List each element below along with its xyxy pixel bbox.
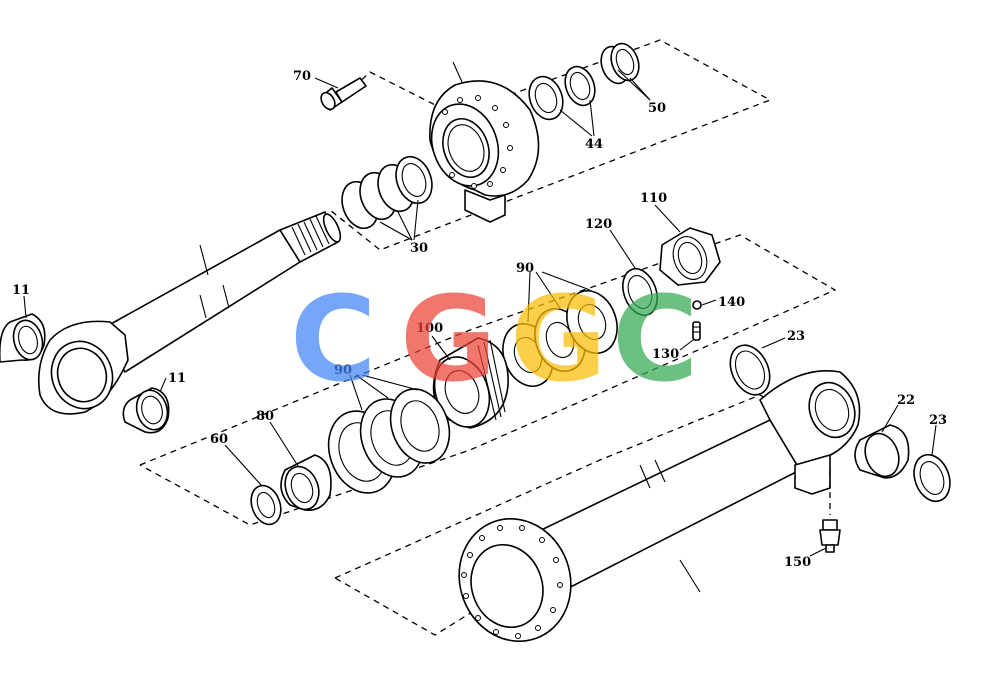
callout-23-bottom: 23 bbox=[929, 413, 947, 428]
cgc-watermark: C G G C bbox=[290, 270, 699, 408]
callout-120: 120 bbox=[585, 217, 612, 232]
callout-60: 60 bbox=[210, 432, 228, 447]
washer-120 bbox=[622, 267, 658, 317]
callout-30: 30 bbox=[410, 241, 428, 256]
set-screw-130 bbox=[692, 321, 701, 341]
cylinder-head bbox=[429, 61, 540, 223]
callout-70: 70 bbox=[293, 69, 311, 84]
callout-50: 50 bbox=[648, 101, 666, 116]
ball-140 bbox=[692, 300, 702, 310]
callout-23-top: 23 bbox=[787, 329, 805, 344]
piston-100 bbox=[432, 337, 509, 429]
cylinder-tube bbox=[458, 370, 861, 643]
seal-set-30 bbox=[341, 155, 433, 230]
grease-fitting-150 bbox=[819, 519, 841, 553]
watermark-letter-c1: C bbox=[290, 270, 377, 408]
assembly-outline-middle bbox=[139, 234, 837, 526]
bushing-11-left bbox=[0, 313, 46, 363]
callout-80: 80 bbox=[256, 409, 274, 424]
callout-150: 150 bbox=[784, 555, 811, 570]
bushing-22 bbox=[854, 424, 910, 479]
seal-ring-44b bbox=[564, 65, 596, 107]
watermark-letter-c2: C bbox=[612, 270, 699, 408]
seal-23-bottom bbox=[913, 453, 951, 503]
callout-100: 100 bbox=[416, 321, 443, 336]
callout-11-right: 11 bbox=[168, 371, 186, 386]
seal-ring-50 bbox=[600, 42, 640, 85]
callout-90-right: 90 bbox=[516, 261, 534, 276]
bushing-80 bbox=[280, 454, 332, 512]
callout-140: 140 bbox=[718, 295, 745, 310]
assembly-outline-bottom bbox=[334, 394, 822, 636]
seal-23-top bbox=[729, 344, 771, 396]
callout-110: 110 bbox=[640, 191, 667, 206]
watermark-letter-g2: G bbox=[510, 270, 607, 408]
callout-22: 22 bbox=[897, 393, 915, 408]
piston-seals-90-left bbox=[327, 388, 451, 494]
callout-90-left: 90 bbox=[334, 363, 352, 378]
ring-60 bbox=[250, 484, 282, 526]
seal-ring-44a bbox=[528, 75, 564, 121]
assembly-outline-top bbox=[329, 39, 772, 251]
bushing-11-right bbox=[122, 387, 170, 434]
callout-leaders bbox=[23, 69, 937, 557]
callout-11-left: 11 bbox=[12, 283, 30, 298]
bolt-70 bbox=[320, 77, 367, 111]
callout-44: 44 bbox=[585, 137, 603, 152]
piston-rod bbox=[37, 211, 342, 415]
watermark-letter-g1: G bbox=[400, 270, 497, 408]
piston-nut-110 bbox=[659, 227, 721, 286]
piston-seals-90-right bbox=[502, 290, 618, 387]
callout-130: 130 bbox=[652, 347, 679, 362]
